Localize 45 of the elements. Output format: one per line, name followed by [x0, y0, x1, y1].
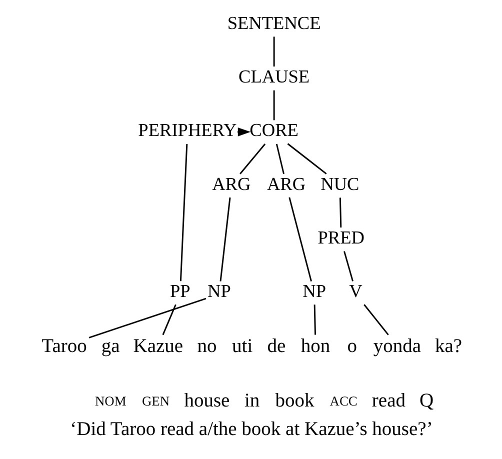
node-text: ARG — [212, 174, 250, 194]
node-text: V — [348, 281, 362, 302]
label: ACC — [329, 394, 357, 409]
label: de — [266, 336, 286, 357]
label: o — [346, 336, 356, 357]
label: NOM — [94, 394, 126, 409]
label: ga — [100, 336, 120, 357]
connector — [343, 251, 353, 282]
connector — [363, 304, 388, 336]
label: Q — [418, 390, 434, 412]
label: read — [371, 390, 405, 412]
node-text: PP — [169, 281, 190, 302]
connector — [162, 304, 176, 336]
node-text: SENTENCE — [226, 12, 320, 33]
connector — [88, 298, 206, 338]
node-text: yonda — [372, 336, 421, 357]
connector — [313, 304, 316, 335]
connector — [272, 90, 274, 120]
node-text: NP — [302, 281, 326, 302]
node-text: hon — [300, 336, 330, 357]
label: ka? — [434, 336, 462, 357]
node-text: PRED — [317, 228, 364, 248]
connector — [272, 36, 274, 67]
node-text: CORE — [249, 120, 298, 140]
label: house — [184, 390, 230, 412]
connector — [275, 144, 284, 174]
label: in — [244, 390, 260, 412]
label: uti — [232, 336, 252, 357]
node-text: CLAUSE — [238, 66, 310, 87]
node-text: NUC — [320, 174, 359, 194]
connector — [288, 197, 312, 282]
node-text: NP — [206, 281, 230, 302]
label: no — [196, 336, 216, 357]
caption: ‘Did Taroo read a/the book at Kazue’s house?’ — [70, 418, 432, 440]
connector — [239, 144, 266, 174]
node-text: Taroo — [41, 336, 86, 357]
connector — [338, 198, 342, 228]
label: book — [274, 390, 314, 412]
label: GEN — [141, 394, 170, 409]
connector — [219, 197, 230, 282]
node-text: PERIPHERY — [138, 120, 236, 140]
node-text: ARG — [266, 174, 306, 194]
connector — [179, 144, 188, 282]
connector — [286, 143, 326, 174]
node-text: Kazue — [132, 336, 183, 357]
